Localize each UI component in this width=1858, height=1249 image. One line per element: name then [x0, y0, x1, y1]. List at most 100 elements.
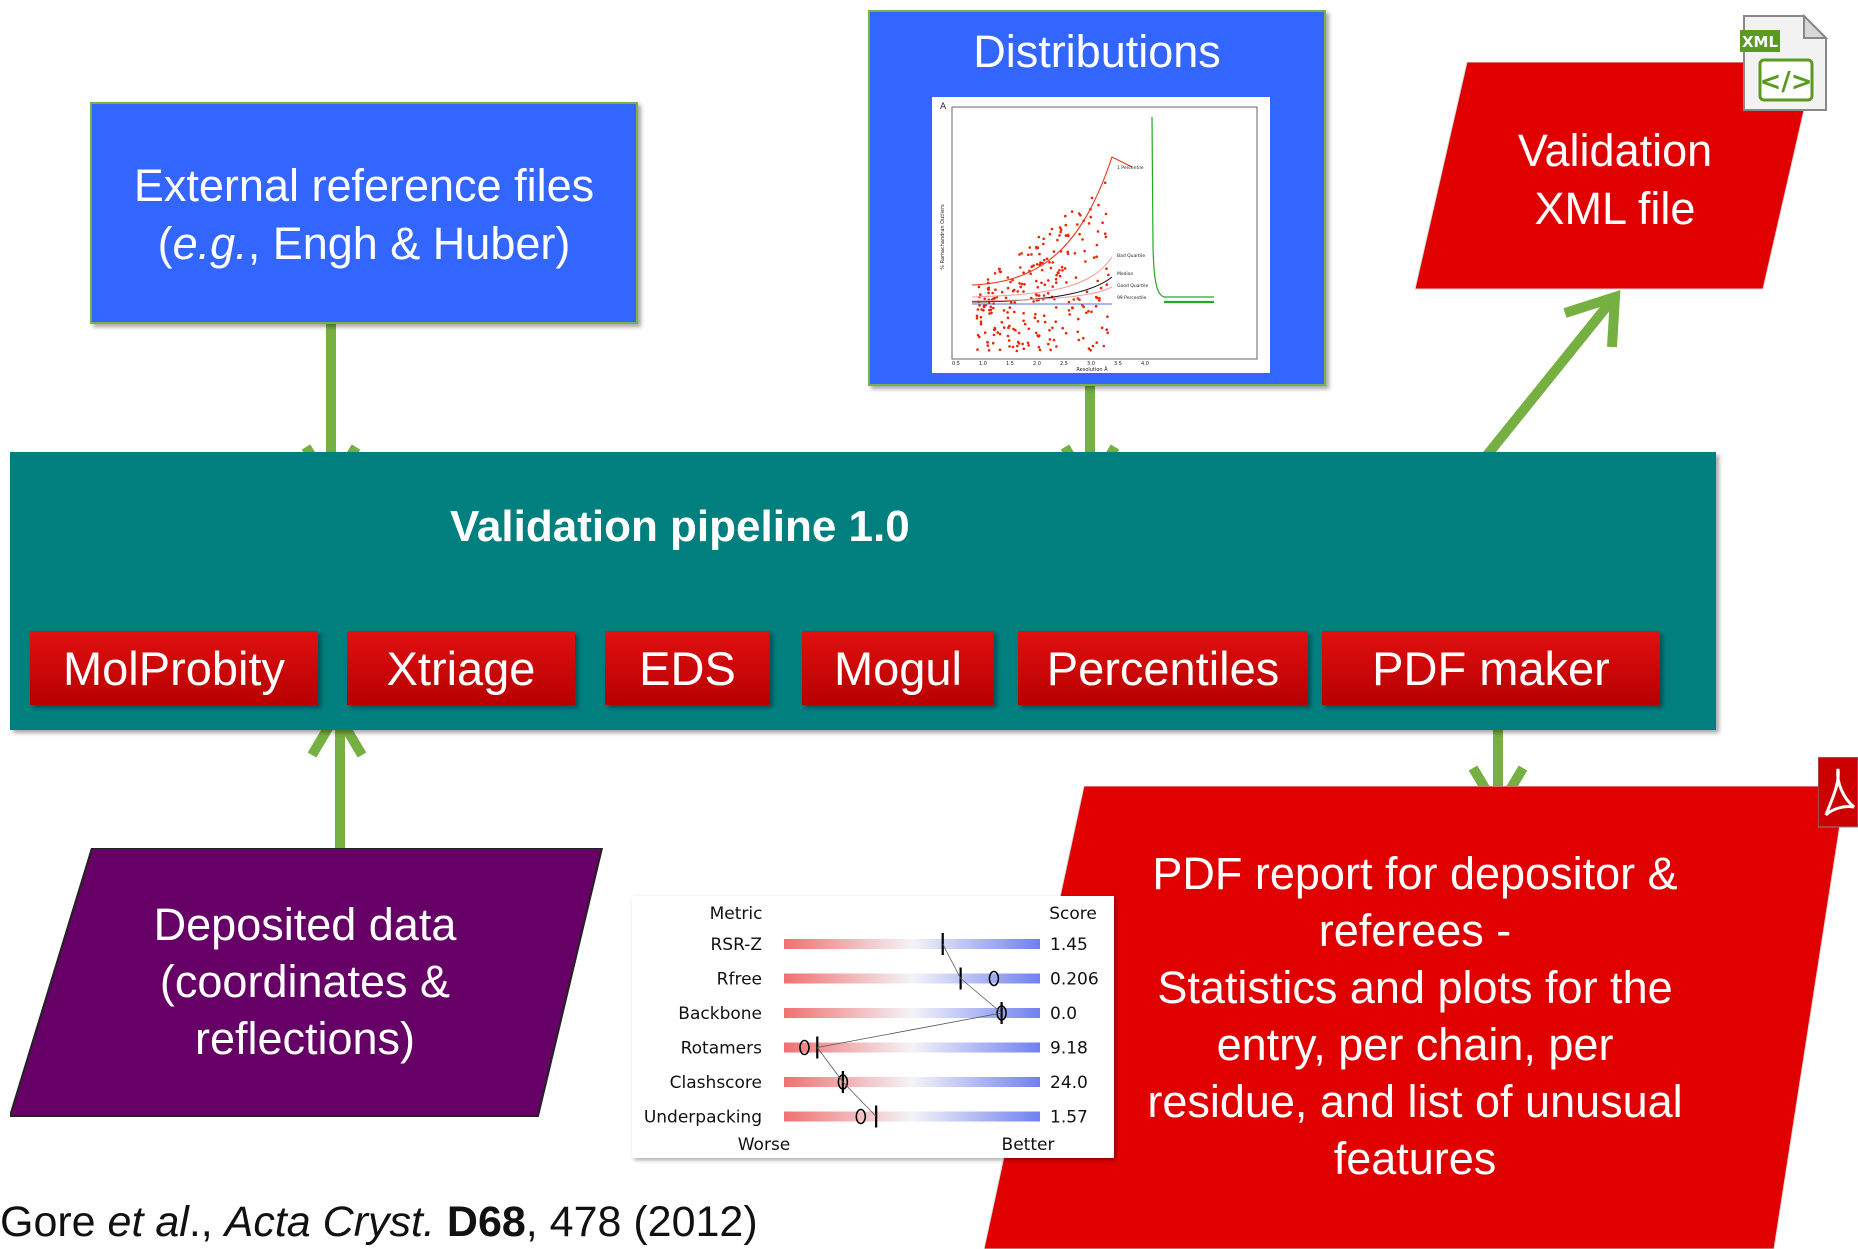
slider-row: Clashscore 24.0 [670, 1047, 1088, 1093]
plot-curve [971, 256, 1113, 298]
plot-scatter-points [975, 181, 1110, 353]
tool-mogul: Mogul [802, 631, 994, 705]
external-reference-line1: External reference files [133, 160, 595, 211]
plot-x-tick: 2.0 [1033, 361, 1041, 367]
code-icon: </> [1759, 67, 1812, 97]
plot-curve-label: 99 Percentile [1117, 295, 1147, 301]
xml-output-line1: Validation [1517, 125, 1713, 176]
slider-bar [784, 1077, 1040, 1087]
tool-eds: EDS [605, 631, 770, 705]
plot-ylabel: % Ramachandran Outliers [940, 204, 946, 270]
plot-panel-label: A [940, 102, 947, 112]
slider-bar [784, 1042, 1040, 1053]
pdf-output-line1: PDF report for depositor & [1152, 848, 1678, 899]
slider-metric-label: Rotamers [681, 1039, 763, 1059]
plot-curve-label: 1 Percentile [1117, 165, 1144, 171]
distributions-title: Distributions [973, 26, 1221, 77]
deposited-data-shape [10, 848, 604, 1117]
deposited-line1: Deposited data [153, 899, 457, 950]
plot-x-tick: 0.5 [952, 361, 960, 367]
slider-metric-label: RSR-Z [710, 935, 762, 955]
svg-text:XML: XML [1742, 33, 1778, 51]
slider-relative-marker [799, 1039, 810, 1056]
xml-output-shape [1415, 62, 1815, 290]
citation-pages-year: , 478 (2012) [525, 1198, 758, 1246]
citation-author: Gore [0, 1198, 108, 1246]
xml-output-line2: XML file [1534, 183, 1696, 234]
tool-molprobity: MolProbity [30, 631, 318, 705]
slider-footer-better: Better [1002, 1135, 1055, 1155]
pdf-output-line3: Statistics and plots for the [1157, 962, 1673, 1013]
plot-curve-label: Median [1117, 271, 1134, 277]
plot-curve [971, 276, 1113, 303]
pipeline-title: Validation pipeline 1.0 [450, 502, 910, 551]
slider-relative-marker [837, 1074, 849, 1090]
slider-score-value: 1.45 [1050, 935, 1088, 955]
pdf-output-line4: entry, per chain, per [1216, 1019, 1614, 1070]
pdf-output-line5: residue, and list of unusual [1147, 1076, 1683, 1127]
slider-connector [942, 943, 961, 979]
tool-pdf-maker: PDF maker [1322, 631, 1660, 705]
slider-bar [784, 1008, 1040, 1018]
slider-row: Rotamers 9.18 [681, 1012, 1088, 1059]
plot-x-tick: 2.5 [1060, 361, 1068, 367]
slider-connector [960, 978, 1002, 1014]
citation-etal: et al [107, 1198, 189, 1246]
deposited-data-label: Deposited data (coordinates & reflection… [80, 896, 530, 1067]
plot-curve-label: Good Quartile [1117, 283, 1149, 289]
slider-connector [816, 1047, 844, 1083]
pdf-file-icon [1817, 756, 1858, 829]
slider-relative-marker [988, 970, 1000, 987]
slider-metric-label: Backbone [678, 1004, 762, 1024]
citation: Gore et al., Acta Cryst. D68, 478 (2012) [0, 1198, 758, 1246]
external-reference-box: External reference files (e.g., Engh & H… [90, 102, 638, 324]
slider-metric-label: Clashscore [670, 1073, 762, 1093]
arrow-xml-head [1563, 290, 1621, 348]
xml-output-label: Validation XML file [1465, 122, 1765, 238]
deposited-data-parallelogram [10, 848, 604, 1117]
tool-xtriage: Xtriage [347, 631, 575, 705]
slider-score-value: 0.206 [1050, 970, 1099, 990]
slider-metric-label: Underpacking [644, 1108, 762, 1128]
plot-x-tick: 1.0 [979, 361, 987, 367]
slider-score-value: 9.18 [1050, 1039, 1088, 1059]
plot-x-tick: 4.0 [1141, 361, 1149, 367]
deposited-line3: reflections) [194, 1013, 416, 1064]
plot-green-curve [1151, 116, 1214, 298]
arrow-pipeline-to-xml [1463, 296, 1616, 484]
citation-journal: Acta Cryst. [224, 1198, 435, 1246]
plot-x-tick: 3.5 [1114, 361, 1122, 367]
slider-bar [784, 973, 1040, 984]
pdf-output-line6: features [1333, 1133, 1497, 1184]
plot-x-tick: 3.0 [1087, 361, 1095, 367]
xml-badge [1740, 30, 1780, 52]
plot-frame [951, 106, 1258, 360]
plot-curve [971, 286, 1113, 302]
deposited-line2: (coordinates & [159, 956, 451, 1007]
slider-connector [842, 1081, 877, 1117]
slider-header-metric: Metric [710, 904, 763, 924]
slider-score-value: 24.0 [1050, 1073, 1088, 1093]
pdf-output-label: PDF report for depositor & referees - St… [1100, 845, 1730, 1187]
slider-connector [817, 1012, 1002, 1048]
slider-relative-marker [855, 1108, 867, 1125]
plot-curve [971, 156, 1133, 286]
slider-row: RSR-Z 1.45 [710, 933, 1088, 955]
xml-output-parallelogram [1415, 62, 1815, 290]
plot-xlabel: Resolution Å [1076, 366, 1108, 373]
external-reference-line2: (e.g., Engh & Huber) [157, 218, 571, 269]
slider-bar [784, 939, 1040, 949]
plot-curve-label: Bad Quartile [1117, 253, 1145, 259]
acrobat-icon [1824, 768, 1855, 817]
tool-percentiles: Percentiles [1018, 631, 1308, 705]
slider-header-score: Score [1049, 904, 1097, 924]
citation-volume: D68 [446, 1198, 526, 1246]
slider-score-value: 0.0 [1050, 1004, 1077, 1024]
slider-relative-marker [996, 1005, 1007, 1021]
